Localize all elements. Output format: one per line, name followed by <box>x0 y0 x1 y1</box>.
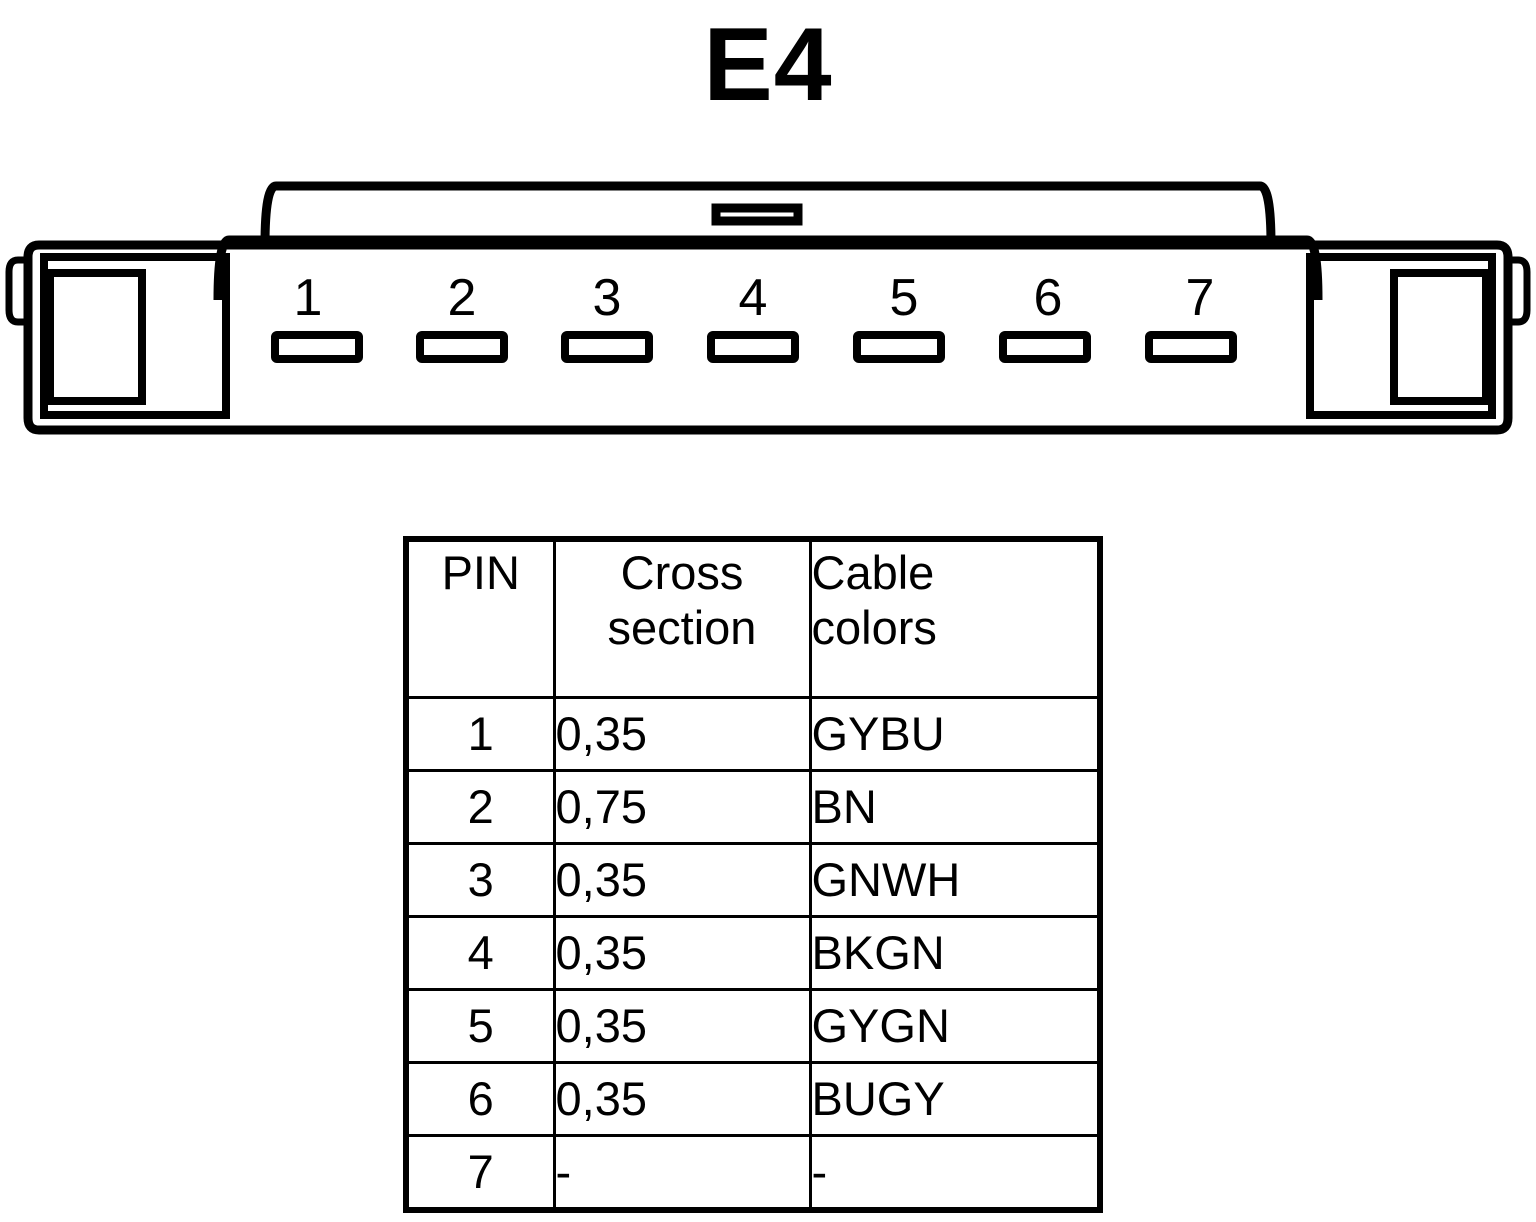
body-shoulder-outline <box>213 235 1323 301</box>
cell-cable-colors: BUGY <box>808 1061 1102 1137</box>
cell-cross-section: 0,35 <box>552 842 812 918</box>
table-row: 5 0,35 GYGN <box>404 988 1102 1064</box>
pin-label-7: 7 <box>1186 269 1215 327</box>
pin-label-4: 4 <box>739 269 768 327</box>
table-row: 7 - - <box>404 1134 1102 1212</box>
cell-pin: 5 <box>404 988 556 1064</box>
latch-slot-icon <box>711 203 803 226</box>
right-side-tab-icon <box>1506 256 1531 326</box>
cell-pin: 1 <box>404 696 556 772</box>
cross-section-line-2: section <box>607 600 757 654</box>
cell-cable-colors: - <box>808 1134 1102 1212</box>
pin-slot-3 <box>561 331 653 363</box>
column-header-cross-section: Cross section <box>552 537 812 699</box>
latch-block-outline <box>260 181 1276 246</box>
pin-label-6: 6 <box>1034 269 1063 327</box>
pin-slot-2 <box>416 331 508 363</box>
cell-cross-section: 0,35 <box>552 915 812 991</box>
pin-label-5: 5 <box>890 269 919 327</box>
connector-housing-outline <box>23 240 1513 435</box>
right-end-block-outer <box>1306 253 1496 419</box>
cross-section-line-1: Cross <box>620 546 744 599</box>
pinout-table-container: PIN Cross section Cable colors 1 0,35 GY… <box>403 536 1103 1213</box>
cell-pin: 2 <box>404 769 556 845</box>
pin-slot-5 <box>853 331 945 363</box>
pin-label-1: 1 <box>294 269 323 327</box>
cell-cross-section: 0,35 <box>552 1061 812 1137</box>
pinout-table: PIN Cross section Cable colors 1 0,35 GY… <box>403 536 1103 1213</box>
cell-pin: 6 <box>404 1061 556 1137</box>
cell-cross-section: 0,35 <box>552 696 812 772</box>
cell-cross-section: 0,75 <box>552 769 812 845</box>
pin-label-3: 3 <box>593 269 622 327</box>
cell-cable-colors: BKGN <box>808 915 1102 991</box>
table-row: 6 0,35 BUGY <box>404 1061 1102 1137</box>
cell-cable-colors: BN <box>808 769 1102 845</box>
cell-pin: 4 <box>404 915 556 991</box>
left-end-block-outer <box>40 253 230 419</box>
connector-diagram: 1 2 3 4 5 6 7 <box>0 160 1536 460</box>
cell-pin: 3 <box>404 842 556 918</box>
column-header-pin: PIN <box>404 537 556 699</box>
table-header-row: PIN Cross section Cable colors <box>404 537 1102 699</box>
pin-label-2: 2 <box>448 269 477 327</box>
column-header-cable-colors: Cable colors <box>808 537 1102 699</box>
left-side-tab-icon <box>5 256 30 326</box>
pin-slot-4 <box>707 331 799 363</box>
table-row: 4 0,35 BKGN <box>404 915 1102 991</box>
left-end-block-inner-square <box>46 269 146 405</box>
right-end-block-inner-square <box>1390 269 1490 405</box>
cell-cross-section: 0,35 <box>552 988 812 1064</box>
pin-slot-7 <box>1145 331 1237 363</box>
cable-colors-line-1: Cable <box>811 546 935 599</box>
cell-cable-colors: GNWH <box>808 842 1102 918</box>
cell-cable-colors: GYBU <box>808 696 1102 772</box>
cell-pin: 7 <box>404 1134 556 1212</box>
table-row: 2 0,75 BN <box>404 769 1102 845</box>
pin-slot-6 <box>999 331 1091 363</box>
page-title: E4 <box>703 7 833 123</box>
table-row: 3 0,35 GNWH <box>404 842 1102 918</box>
table-row: 1 0,35 GYBU <box>404 696 1102 772</box>
cell-cross-section: - <box>552 1134 812 1212</box>
cable-colors-line-2: colors <box>811 600 937 654</box>
connector-drawing: 1 2 3 4 5 6 7 <box>5 181 1531 435</box>
cell-cable-colors: GYGN <box>808 988 1102 1064</box>
pin-slot-1 <box>271 331 363 363</box>
